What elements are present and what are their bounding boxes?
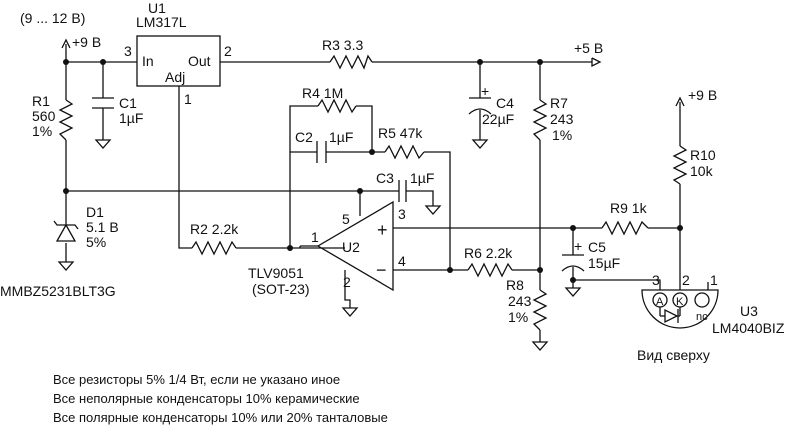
svg-text:A: A xyxy=(656,296,664,308)
svg-text:R9 1k: R9 1k xyxy=(610,200,648,216)
svg-text:3: 3 xyxy=(398,206,406,222)
svg-text:C1: C1 xyxy=(119,95,137,111)
svg-text:243: 243 xyxy=(508,293,532,309)
junctions xyxy=(63,59,683,283)
r4-resistor: R4 1M xyxy=(302,85,357,114)
svg-text:Вид сверху: Вид сверху xyxy=(637,347,710,363)
supply-labels: (9 ... 12 В) +9 В +5 В +9 В xyxy=(20,10,717,103)
u1-regulator: U1 LM317L In Out Adj 3 2 1 xyxy=(124,0,232,107)
svg-text:+: + xyxy=(481,83,489,99)
svg-text:R1: R1 xyxy=(32,93,50,109)
svg-text:C5: C5 xyxy=(588,239,606,255)
svg-text:1µF: 1µF xyxy=(329,129,353,145)
svg-text:1: 1 xyxy=(184,91,192,107)
svg-text:1µF: 1µF xyxy=(410,170,434,186)
svg-text:U1: U1 xyxy=(148,0,166,16)
svg-text:+: + xyxy=(377,220,388,240)
r1-resistor: R1 560 1% xyxy=(32,93,74,141)
svg-text:560: 560 xyxy=(32,108,56,124)
r7-resistor: R7 243 1% xyxy=(532,95,574,143)
svg-text:10k: 10k xyxy=(690,163,714,179)
r3-resistor: R3 3.3 xyxy=(322,37,373,70)
svg-text:MMBZ5231BLT3G: MMBZ5231BLT3G xyxy=(0,283,116,299)
c5-capacitor: + C5 15µF xyxy=(561,238,620,272)
r10-resistor: R10 10k xyxy=(672,145,716,185)
svg-text:Adj: Adj xyxy=(165,69,185,85)
svg-text:(SOT-23): (SOT-23) xyxy=(252,281,310,297)
svg-text:C3: C3 xyxy=(376,170,394,186)
svg-text:R4 1M: R4 1M xyxy=(302,85,343,101)
svg-text:(9 ... 12 В): (9 ... 12 В) xyxy=(20,10,85,26)
svg-text:5: 5 xyxy=(342,211,350,227)
note-line: Все резисторы 5% 1/4 Вт, если не указано… xyxy=(53,372,341,387)
svg-text:D1: D1 xyxy=(86,204,104,220)
d1-zener: D1 5.1 В 5% MMBZ5231BLT3G xyxy=(0,204,119,299)
svg-text:LM4040BIZ: LM4040BIZ xyxy=(712,320,785,336)
svg-text:LM317L: LM317L xyxy=(136,14,187,30)
svg-text:2: 2 xyxy=(343,274,351,290)
c4-capacitor: + C4 22µF xyxy=(468,83,514,127)
u3-reference: A K nc 3 2 1 U3 LM4040BIZ Вид сверху xyxy=(637,272,785,363)
r9-resistor: R9 1k xyxy=(601,200,649,236)
svg-text:R8: R8 xyxy=(506,277,524,293)
svg-text:22µF: 22µF xyxy=(482,111,514,127)
svg-text:C4: C4 xyxy=(496,95,514,111)
wires xyxy=(61,38,709,342)
r6-resistor: R6 2.2k xyxy=(464,245,513,278)
r2-resistor: R2 2.2k xyxy=(190,221,239,256)
svg-text:243: 243 xyxy=(550,111,574,127)
svg-text:1%: 1% xyxy=(508,309,528,325)
svg-text:C2: C2 xyxy=(295,129,313,145)
svg-text:4: 4 xyxy=(398,253,406,269)
svg-text:K: K xyxy=(676,296,684,308)
svg-text:5%: 5% xyxy=(86,234,106,250)
note-line: Все полярные конденсаторы 10% или 20% та… xyxy=(53,410,388,425)
svg-text:In: In xyxy=(142,53,154,69)
svg-text:1: 1 xyxy=(710,272,718,288)
svg-text:+9 В: +9 В xyxy=(72,34,101,50)
note-line: Все неполярные конденсаторы 10% керамиче… xyxy=(53,391,360,406)
svg-text:+9 В: +9 В xyxy=(688,87,717,103)
svg-text:+5 В: +5 В xyxy=(574,40,603,56)
svg-text:R2 2.2k: R2 2.2k xyxy=(190,221,239,237)
u2-opamp: + − U2 1 2 3 4 5 TLV9051 (SOT-23) xyxy=(248,200,406,297)
svg-text:15µF: 15µF xyxy=(588,255,620,271)
ground-symbols xyxy=(57,139,582,351)
svg-text:R7: R7 xyxy=(550,95,568,111)
svg-text:TLV9051: TLV9051 xyxy=(248,265,304,281)
svg-text:+: + xyxy=(574,238,582,254)
svg-text:R6 2.2k: R6 2.2k xyxy=(464,245,513,261)
notes: Все резисторы 5% 1/4 Вт, если не указано… xyxy=(53,370,388,427)
svg-text:1%: 1% xyxy=(552,127,572,143)
svg-text:U3: U3 xyxy=(740,303,758,319)
svg-text:R3 3.3: R3 3.3 xyxy=(322,37,363,53)
svg-text:2: 2 xyxy=(682,272,690,288)
c3-capacitor: C3 1µF xyxy=(376,170,434,202)
svg-text:R10: R10 xyxy=(690,147,716,163)
r5-resistor: R5 47k xyxy=(378,125,425,160)
svg-text:3: 3 xyxy=(124,43,132,59)
c2-capacitor: C2 1µF xyxy=(295,129,353,163)
c1-capacitor: C1 1µF xyxy=(92,95,143,126)
svg-text:−: − xyxy=(376,260,387,280)
svg-text:nc: nc xyxy=(696,311,708,323)
svg-text:3: 3 xyxy=(652,272,660,288)
svg-text:U2: U2 xyxy=(342,239,360,255)
r8-resistor: R8 243 1% xyxy=(506,277,548,331)
svg-text:1: 1 xyxy=(311,229,319,245)
svg-text:1µF: 1µF xyxy=(119,110,143,126)
svg-text:5.1 В: 5.1 В xyxy=(86,219,119,235)
svg-text:1%: 1% xyxy=(32,123,52,139)
svg-text:Out: Out xyxy=(188,53,211,69)
svg-text:2: 2 xyxy=(224,43,232,59)
svg-text:R5 47k: R5 47k xyxy=(378,125,423,141)
